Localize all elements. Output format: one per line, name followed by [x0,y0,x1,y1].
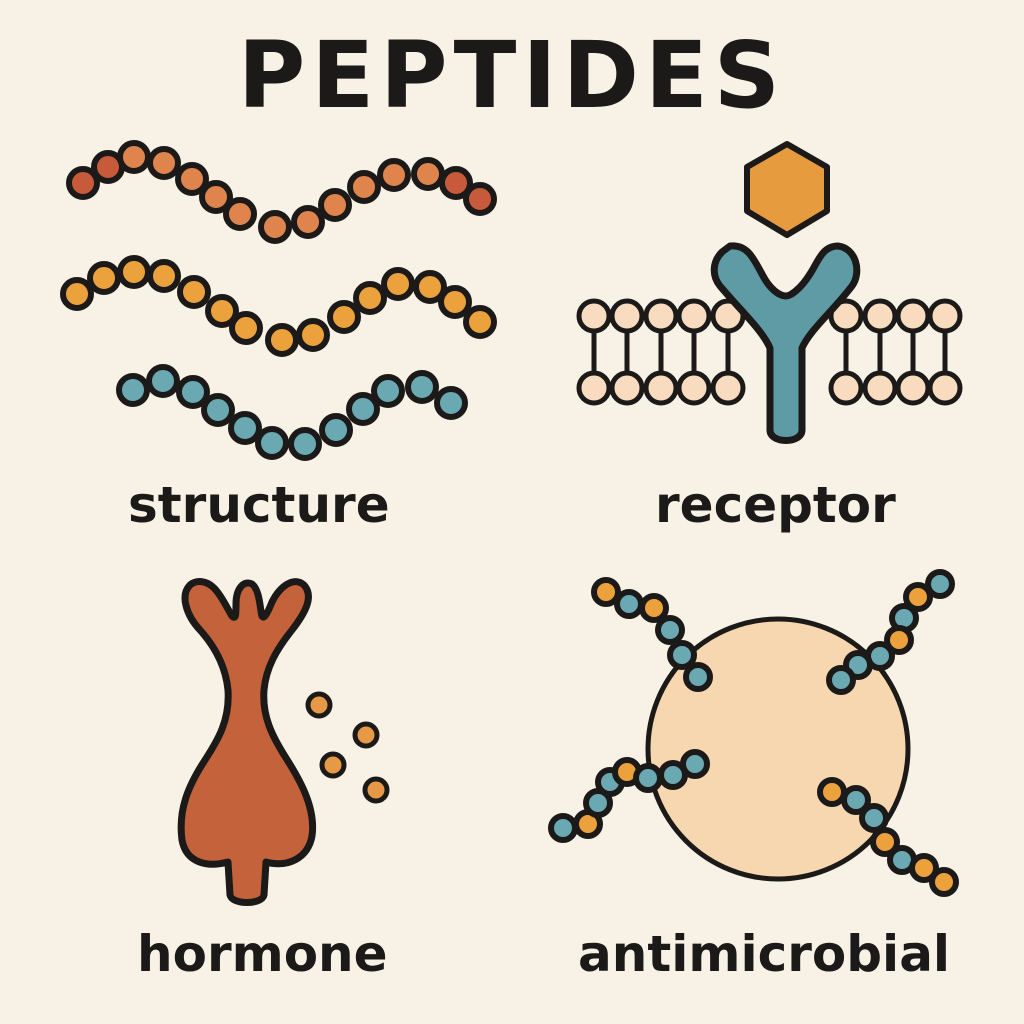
receptor-y-shape [710,242,861,444]
membrane-receptor-icon [576,141,963,444]
peptide-top-left [591,577,713,692]
peptide-chains-icon [60,140,497,461]
ligand-hexagon-icon [744,141,830,238]
chain-red-orange [66,140,497,244]
peptide-top-right [826,569,955,695]
label-structure: structure [128,476,390,534]
chain-orange [60,255,497,357]
hormone-granules [305,691,390,804]
hormone-gland-icon [177,578,390,906]
label-hormone: hormone [137,925,388,983]
peptide-bottom-right [817,777,959,897]
label-receptor: receptor [655,476,896,534]
page-title: PEPTIDES [237,22,787,129]
label-antimicrobial: antimicrobial [578,925,951,983]
peptide-bottom-left [548,749,710,843]
antimicrobial-cell-icon [548,569,959,897]
lipid-bilayer-right [828,298,963,406]
gland-body [177,578,317,906]
chain-teal [116,364,468,461]
lipid-bilayer-left [576,298,746,406]
